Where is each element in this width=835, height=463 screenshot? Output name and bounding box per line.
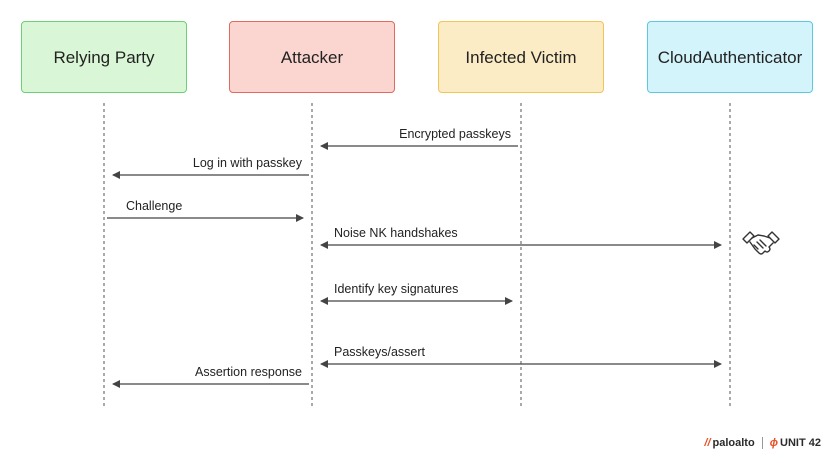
actor-label: Cloud <box>657 47 703 67</box>
actor-cloud-authenticator: Cloud Authenticator <box>647 21 813 93</box>
paloalto-logo-icon: // <box>704 437 711 449</box>
actor-infected-victim: Infected Victim <box>438 21 604 93</box>
message-label: Encrypted passkeys <box>399 127 511 141</box>
actor-label: Attacker <box>280 47 344 67</box>
brand-unit: UNIT 42 <box>780 437 821 449</box>
message-label: Challenge <box>126 199 183 213</box>
actor-attacker: Attacker <box>229 21 395 93</box>
branding: // paloalto ɸ UNIT 42 <box>704 437 821 449</box>
actor-label: Infected Victim <box>465 47 577 67</box>
brand-company: paloalto <box>712 437 755 449</box>
message-label: Identify key signatures <box>334 282 459 296</box>
unit42-logo-icon: ɸ <box>769 437 779 449</box>
brand-divider <box>761 437 763 449</box>
actor-label: Authenticator <box>702 47 803 67</box>
message-label: Passkeys/assert <box>334 345 426 359</box>
actor-relying-party: Relying Party <box>21 21 187 93</box>
actor-label: Relying Party <box>53 47 155 67</box>
handshake-icon <box>742 231 780 255</box>
message-label: Log in with passkey <box>192 156 302 170</box>
message-label: Assertion response <box>194 365 302 379</box>
message-label: Noise NK handshakes <box>334 226 458 240</box>
